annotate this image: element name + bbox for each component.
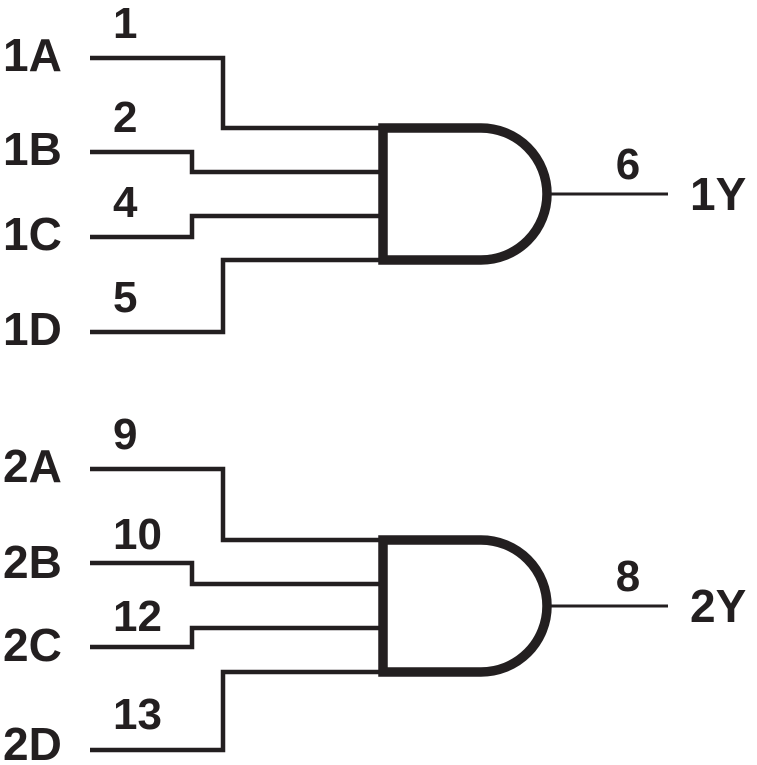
gate-2-output-label: 2Y bbox=[690, 580, 746, 632]
gate-1-input-c-wire bbox=[90, 213, 380, 240]
gate-1-input-c-label: 1C bbox=[3, 208, 62, 260]
gate-1-input-b-wire bbox=[90, 149, 380, 175]
gate-1-input-a-label: 1A bbox=[3, 29, 62, 81]
gate-1-output-label: 1Y bbox=[690, 168, 746, 220]
gate-2-output-pin-number: 8 bbox=[616, 552, 640, 601]
gate-2-input-b-label: 2B bbox=[3, 536, 62, 588]
gate-2-input-c-label: 2C bbox=[3, 619, 62, 671]
gate-2-input-b-pin-number: 10 bbox=[113, 510, 162, 559]
gate-2-input-c-wire bbox=[90, 625, 380, 650]
and-gate-unit-1: 1A 1B 1C 1D 1 2 4 5 6 1Y bbox=[3, 0, 746, 355]
gate-2-input-b-wire bbox=[90, 560, 380, 587]
gate-2-and-symbol bbox=[378, 535, 552, 677]
gate-1-input-b-label: 1B bbox=[3, 123, 62, 175]
gate-1-output-pin-number: 6 bbox=[616, 140, 640, 189]
gate-1-input-a-wire bbox=[90, 55, 380, 131]
gate-2-input-d-pin-number: 13 bbox=[113, 690, 162, 739]
gate-1-input-a-pin-number: 1 bbox=[113, 0, 137, 48]
gate-1-input-b-pin-number: 2 bbox=[113, 93, 137, 142]
gate-2-input-a-wire bbox=[90, 466, 380, 543]
gate-2-input-d-label: 2D bbox=[3, 718, 62, 765]
gate-1-and-symbol bbox=[378, 123, 552, 265]
gate-1-input-d-label: 1D bbox=[3, 303, 62, 355]
gate-1-input-d-pin-number: 5 bbox=[113, 273, 137, 322]
gate-2-input-d-wire bbox=[90, 669, 380, 753]
gate-1-input-d-wire bbox=[90, 257, 380, 335]
gate-2-input-a-label: 2A bbox=[3, 440, 62, 492]
gate-2-input-c-pin-number: 12 bbox=[113, 592, 162, 641]
gate-1-input-c-pin-number: 4 bbox=[113, 178, 138, 227]
and-gate-unit-2: 2A 2B 2C 2D 9 10 12 13 8 2Y bbox=[3, 410, 746, 765]
gate-2-input-a-pin-number: 9 bbox=[113, 410, 137, 459]
